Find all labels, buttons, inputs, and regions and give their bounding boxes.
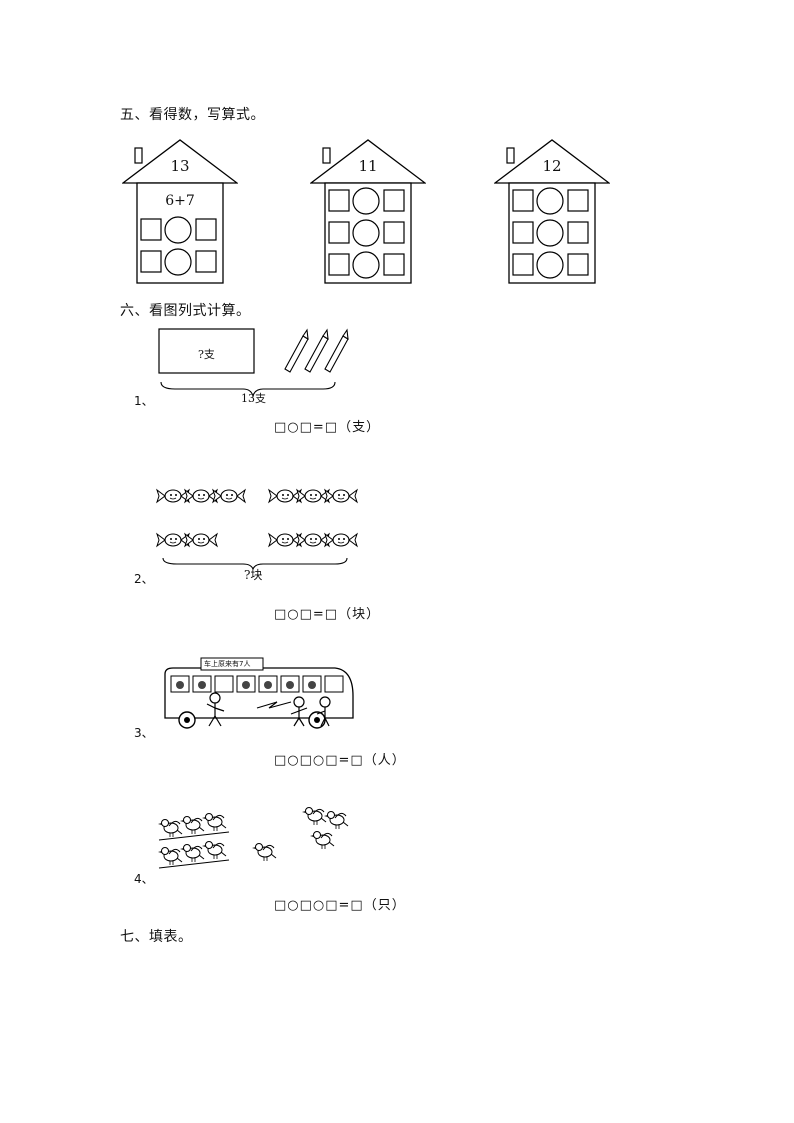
pencil-icon <box>304 328 329 373</box>
bird-icon <box>301 807 327 826</box>
branch <box>158 859 230 869</box>
candy-icon <box>184 489 218 503</box>
answer-box[interactable] <box>383 221 405 244</box>
candy-icon <box>184 533 218 547</box>
answer-box[interactable] <box>140 218 162 241</box>
section-6-heading: 六、看图列式计算。 <box>120 303 251 319</box>
problem-1-number: 1、 <box>134 394 154 408</box>
answer-box[interactable] <box>195 250 217 273</box>
answer-box[interactable] <box>195 218 217 241</box>
answer-circle[interactable] <box>352 251 380 279</box>
answer-box[interactable] <box>328 221 350 244</box>
bus-illustration <box>164 657 354 729</box>
answer-box[interactable] <box>567 253 589 276</box>
answer-box[interactable] <box>512 221 534 244</box>
answer-circle[interactable] <box>352 187 380 215</box>
house-11: 11 <box>310 138 426 286</box>
house-number: 11 <box>358 157 378 175</box>
person-icon <box>290 696 308 727</box>
problem-4-number: 4、 <box>134 872 154 886</box>
candies-illustration <box>156 489 358 570</box>
problem-3-number: 3、 <box>134 726 154 740</box>
bus-sign <box>200 657 264 671</box>
candy-icon <box>324 489 358 503</box>
house-13: 13 6+7 <box>122 138 238 286</box>
answer-circle[interactable] <box>536 187 564 215</box>
branch <box>158 831 230 841</box>
person-icon <box>316 696 331 727</box>
candy-icon <box>296 533 330 547</box>
problem-4-formula[interactable]: □○□○□=□（只） <box>274 898 406 913</box>
bus-sign-text: 车上原来有7人 <box>204 660 251 668</box>
section-5-heading: 五、看得数，写算式。 <box>120 107 265 123</box>
bird-icon <box>201 813 227 832</box>
pencil-icon <box>284 328 309 373</box>
hidden-pencils-box <box>158 328 255 374</box>
candy-icon <box>268 489 302 503</box>
total-brace <box>162 557 348 570</box>
candy-icon <box>212 489 246 503</box>
section-7-heading: 七、填表。 <box>120 929 193 945</box>
bird-icon <box>323 811 349 830</box>
answer-box[interactable] <box>383 253 405 276</box>
answer-box[interactable] <box>328 189 350 212</box>
answer-box[interactable] <box>383 189 405 212</box>
answer-circle[interactable] <box>164 248 192 276</box>
person-icon <box>206 692 225 727</box>
candy-icon <box>156 489 190 503</box>
answer-box[interactable] <box>512 189 534 212</box>
bird-icon <box>179 816 205 835</box>
answer-box[interactable] <box>328 253 350 276</box>
house-number: 12 <box>542 157 562 175</box>
total-label: ?块 <box>244 568 263 582</box>
problem-2-number: 2、 <box>134 572 154 586</box>
box-label: ?支 <box>198 348 215 361</box>
pencil-icon <box>324 328 349 373</box>
bird-icon <box>309 831 335 850</box>
pencils-illustration <box>158 328 349 398</box>
house-example-expression: 6+7 <box>165 193 195 209</box>
candy-icon <box>296 489 330 503</box>
answer-circle[interactable] <box>164 216 192 244</box>
answer-box[interactable] <box>567 189 589 212</box>
answer-box[interactable] <box>512 253 534 276</box>
house-number: 13 <box>170 157 190 175</box>
candy-icon <box>156 533 190 547</box>
house-11-outline <box>310 139 426 284</box>
answer-box[interactable] <box>567 221 589 244</box>
answer-circle[interactable] <box>536 251 564 279</box>
house-12-outline <box>494 139 610 284</box>
bird-icon <box>251 843 277 862</box>
candy-icon <box>268 533 302 547</box>
birds-illustration <box>157 807 349 869</box>
bird-icon <box>157 847 183 866</box>
total-label: 13支 <box>241 392 266 405</box>
bird-icon <box>157 819 183 838</box>
bird-icon <box>179 844 205 863</box>
house-13-outline <box>122 139 238 284</box>
answer-box[interactable] <box>140 250 162 273</box>
bird-icon <box>201 841 227 860</box>
total-brace <box>160 381 336 398</box>
problem-1-formula[interactable]: □○□=□（支） <box>274 420 381 435</box>
problem-3-formula[interactable]: □○□○□=□（人） <box>274 753 406 768</box>
answer-circle[interactable] <box>536 219 564 247</box>
problem-2-formula[interactable]: □○□=□（块） <box>274 607 381 622</box>
answer-circle[interactable] <box>352 219 380 247</box>
candy-icon <box>324 533 358 547</box>
house-12: 12 <box>494 138 610 286</box>
